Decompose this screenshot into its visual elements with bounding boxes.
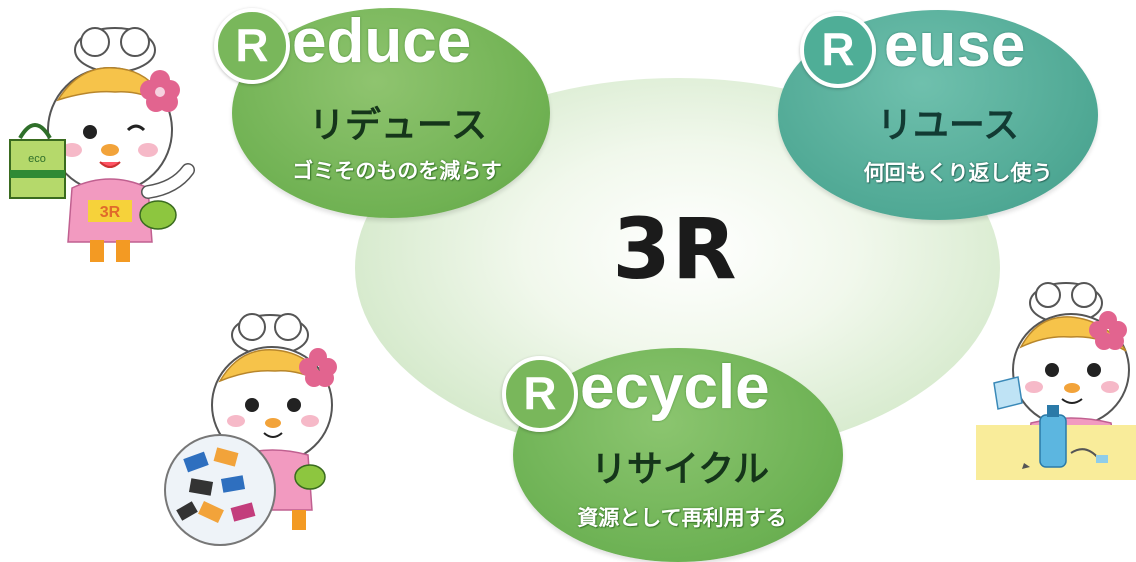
reuse-initial-circle: R	[800, 12, 876, 88]
reuse-word: euse	[884, 11, 1026, 80]
reduce-description: ゴミそのものを減らす	[292, 159, 502, 183]
reuse-kana: リユース	[876, 105, 1020, 146]
recycle-initial-circle: R	[502, 356, 578, 432]
reduce-word: educe	[292, 7, 472, 76]
recycle-word: ecycle	[580, 353, 770, 422]
svg-text:3R: 3R	[100, 204, 121, 221]
reduce-initial-circle: R	[214, 8, 290, 84]
mascot-washing-bottles-illustration	[976, 282, 1136, 480]
mascot-waving-illustration: 3R eco	[9, 27, 195, 262]
svg-text:eco: eco	[28, 153, 46, 165]
center-label-3r: 3R	[612, 200, 738, 298]
reduce-kana: リデュース	[308, 105, 488, 146]
recycle-kana: リサイクル	[590, 449, 770, 490]
mascot-recycling-bag-illustration	[164, 313, 337, 546]
recycle-description: 資源として再利用する	[577, 506, 787, 530]
reuse-description: 何回もくり返し使う	[863, 161, 1053, 185]
